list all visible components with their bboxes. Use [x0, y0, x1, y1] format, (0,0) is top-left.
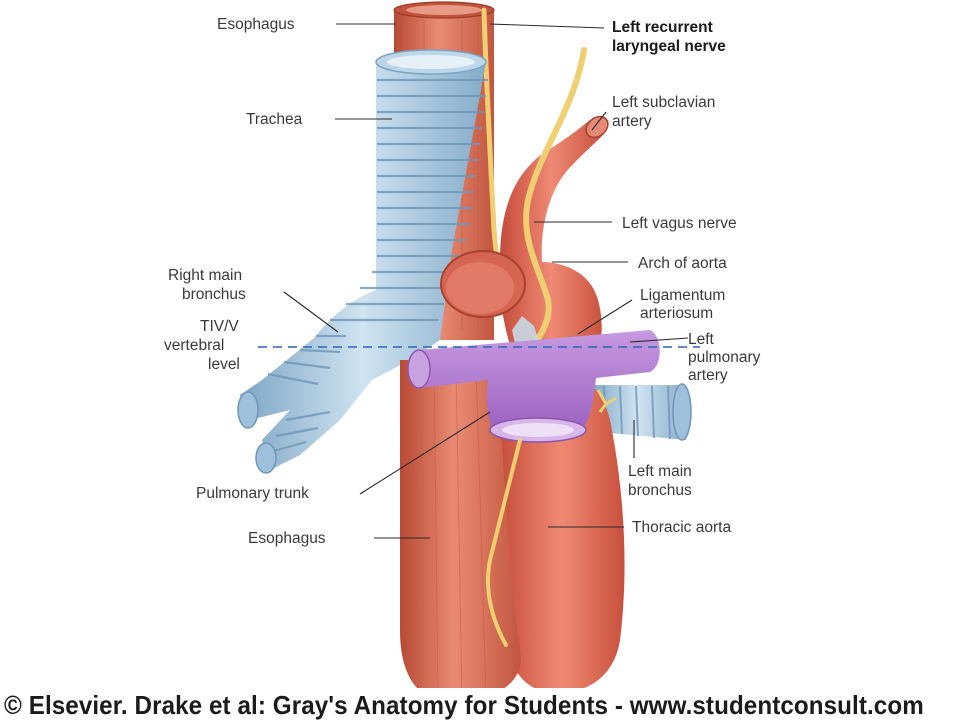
label-arch-aorta: Arch of aorta: [638, 255, 727, 272]
label-esophagus-top: Esophagus: [217, 16, 295, 33]
ligamentum-arteriosum: [512, 316, 540, 348]
arch-of-aorta: [499, 115, 609, 370]
pulmonary-trunk: [407, 330, 660, 443]
thoracic-aorta: [498, 360, 625, 693]
label-ligamentum-2: arteriosum: [640, 305, 713, 322]
label-tiv-2: vertebral: [164, 337, 224, 354]
recurrent-nerve-lower: [486, 438, 522, 647]
label-left-pulmonary-2: pulmonary: [688, 349, 761, 366]
label-thoracic-aorta: Thoracic aorta: [632, 519, 731, 536]
label-left-main-bronchus-1: Left main: [628, 463, 692, 480]
label-tiv-3: level: [208, 356, 240, 373]
label-esophagus-bottom: Esophagus: [248, 530, 326, 547]
esophagus-lower: [400, 360, 521, 701]
label-left-pulmonary-3: artery: [688, 367, 728, 384]
labels: Esophagus Left recurrent laryngeal nerve…: [164, 16, 761, 547]
left-vagus-nerve: [517, 47, 587, 363]
label-left-pulmonary-1: Left: [688, 331, 715, 348]
label-left-recurrent-2: laryngeal nerve: [612, 38, 726, 55]
label-trachea: Trachea: [246, 111, 303, 128]
nerve-branch-icon: [596, 389, 617, 413]
ascending-aorta-cut: [440, 250, 526, 318]
leader-lines: [283, 23, 689, 539]
label-left-subclavian-2: artery: [612, 113, 652, 130]
label-left-subclavian-1: Left subclavian: [612, 94, 715, 111]
trachea: [237, 49, 488, 474]
copyright-credit: © Elsevier. Drake et al: Gray's Anatomy …: [4, 690, 924, 720]
label-pulmonary-trunk: Pulmonary trunk: [196, 485, 309, 502]
label-ligamentum-1: Ligamentum: [640, 287, 725, 304]
copyright-footer: © Elsevier. Drake et al: Gray's Anatomy …: [0, 688, 960, 720]
label-right-main-bronchus-1: Right main: [168, 267, 242, 284]
label-left-recurrent-1: Left recurrent: [612, 19, 713, 36]
label-right-main-bronchus-2: bronchus: [182, 286, 246, 303]
label-left-main-bronchus-2: bronchus: [628, 482, 692, 499]
label-left-vagus: Left vagus nerve: [622, 215, 737, 232]
label-tiv-1: TIV/V: [200, 318, 239, 335]
